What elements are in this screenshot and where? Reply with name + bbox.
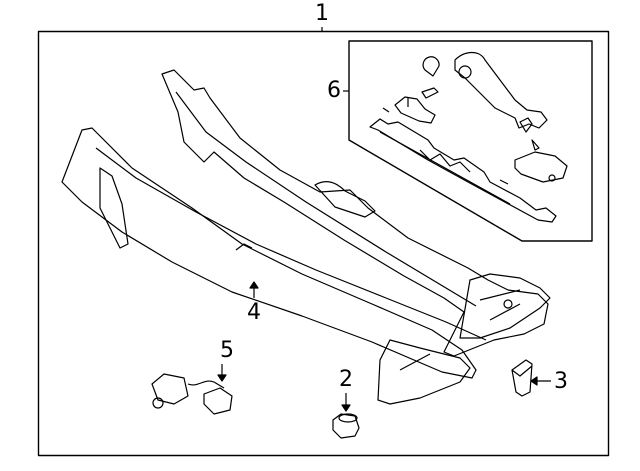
- camera-harness: [151, 373, 233, 415]
- bumper-support: [161, 69, 551, 357]
- callout-3: 3: [554, 369, 568, 394]
- callout-2: 2: [339, 367, 353, 392]
- inset-frame: [348, 40, 593, 242]
- license-lamp-kit: [369, 51, 568, 223]
- bracket: [511, 359, 533, 397]
- assembly-frame: [37, 30, 610, 457]
- callout-5: 5: [220, 338, 234, 363]
- callout-4: 4: [247, 300, 261, 325]
- reinforcement-beam: [61, 127, 487, 405]
- grommet: [332, 413, 360, 439]
- callout-arrows: [217, 281, 551, 412]
- callout-1: 1: [315, 1, 329, 26]
- callout-6: 6: [327, 78, 341, 103]
